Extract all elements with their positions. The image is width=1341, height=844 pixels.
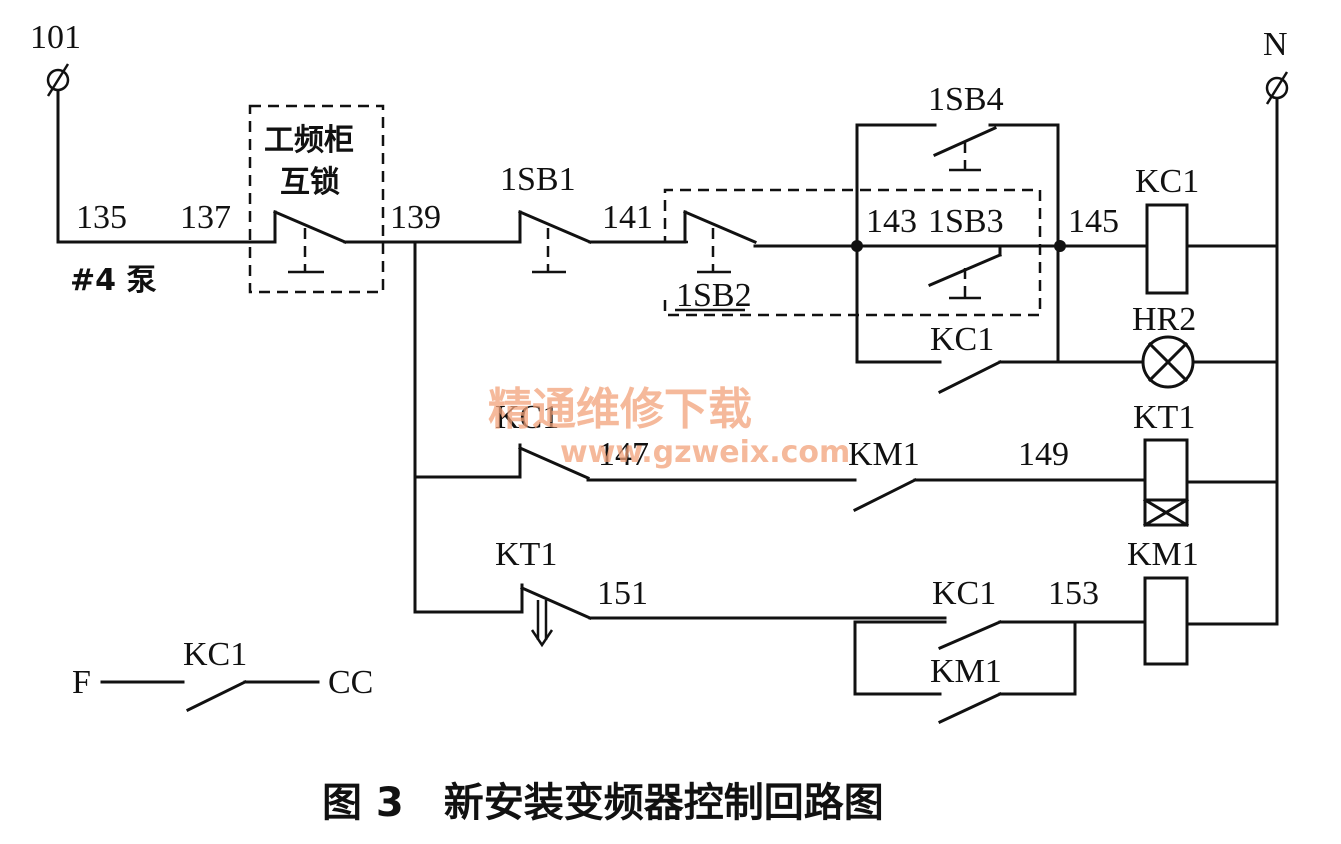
start-buttons-group: 1SB2 — [663, 188, 1042, 317]
sb4-label: 1SB4 — [928, 81, 1004, 118]
kc1-aux-label: KC1 — [183, 636, 247, 673]
cc-label: CC — [328, 664, 373, 701]
terminal-101-label: 101 — [30, 19, 81, 56]
km1-holding-contact: KM1 — [853, 653, 1077, 724]
hr2-label: HR2 — [1132, 301, 1196, 338]
node-151-label: 151 — [597, 575, 648, 612]
node-147-label: 147 — [598, 436, 649, 473]
terminal-n-circle — [1265, 76, 1289, 100]
kt1-contact-label: KT1 — [495, 536, 557, 573]
kt1-delay-contact: KT1 — [413, 536, 947, 648]
kc1-nc-contact: KC1 — [413, 399, 857, 482]
kc1-153-label: KC1 — [932, 575, 996, 612]
pump-label: #4 泵 — [70, 263, 156, 298]
kt1-coil-label: KT1 — [1133, 399, 1195, 436]
kc1-coil: KC1 — [1058, 163, 1279, 295]
node-153-label: 153 — [1048, 575, 1099, 612]
node-137-label: 137 — [180, 199, 231, 236]
sb3-label: 1SB3 — [928, 203, 1004, 240]
interlock-label-2: 互锁 — [280, 165, 340, 200]
km1-hold-label: KM1 — [930, 653, 1002, 690]
f-label: F — [72, 664, 91, 701]
node-135-label: 135 — [76, 199, 127, 236]
node-139-label: 139 — [390, 199, 441, 236]
node-149-label: 149 — [1018, 436, 1069, 473]
node-145-label: 145 — [1068, 203, 1119, 240]
stop-button-1sb1: 1SB1 — [500, 161, 592, 274]
terminal-101: 101 — [30, 19, 81, 244]
terminal-n-label: N — [1263, 26, 1288, 63]
watermark-cn: 精通维修下载 — [488, 384, 752, 435]
km1-contact: KM1 — [848, 436, 1147, 513]
kc1-nc-label: KC1 — [495, 399, 559, 436]
interlock-label-1: 工频柜 — [264, 123, 354, 158]
kc1-aux-contact: F KC1 CC — [72, 636, 373, 713]
node-141-label: 141 — [602, 199, 653, 236]
start-button-1sb4: 1SB4 — [855, 81, 1060, 248]
terminal-n: N — [1263, 26, 1289, 626]
km1-contact-label: KM1 — [848, 436, 920, 473]
sb1-label: 1SB1 — [500, 161, 576, 198]
km1-coil: KM1 — [1073, 536, 1279, 666]
figure-caption: 图 3 新安装变频器控制回路图 — [322, 780, 884, 826]
start-button-1sb3 — [928, 244, 1002, 300]
interlock-box — [248, 104, 385, 294]
sb2-label: 1SB2 — [676, 277, 752, 314]
terminal-101-circle — [46, 68, 70, 92]
kc1-contact-153: KC1 — [853, 575, 1077, 696]
kc1-hold-label: KC1 — [930, 321, 994, 358]
kc1-holding-contact: KC1 — [855, 244, 1144, 395]
sb-enclosure — [663, 188, 1042, 317]
hr2-lamp: HR2 — [1132, 301, 1279, 389]
interlock-contact: 工频柜 互锁 — [248, 104, 385, 294]
kc1-coil-label: KC1 — [1135, 163, 1199, 200]
watermark-url: www.gzweix.com — [560, 435, 850, 470]
km1-coil-label: KM1 — [1127, 536, 1199, 573]
kt1-coil: KT1 — [1133, 399, 1279, 528]
node-143-label: 143 — [866, 203, 917, 240]
